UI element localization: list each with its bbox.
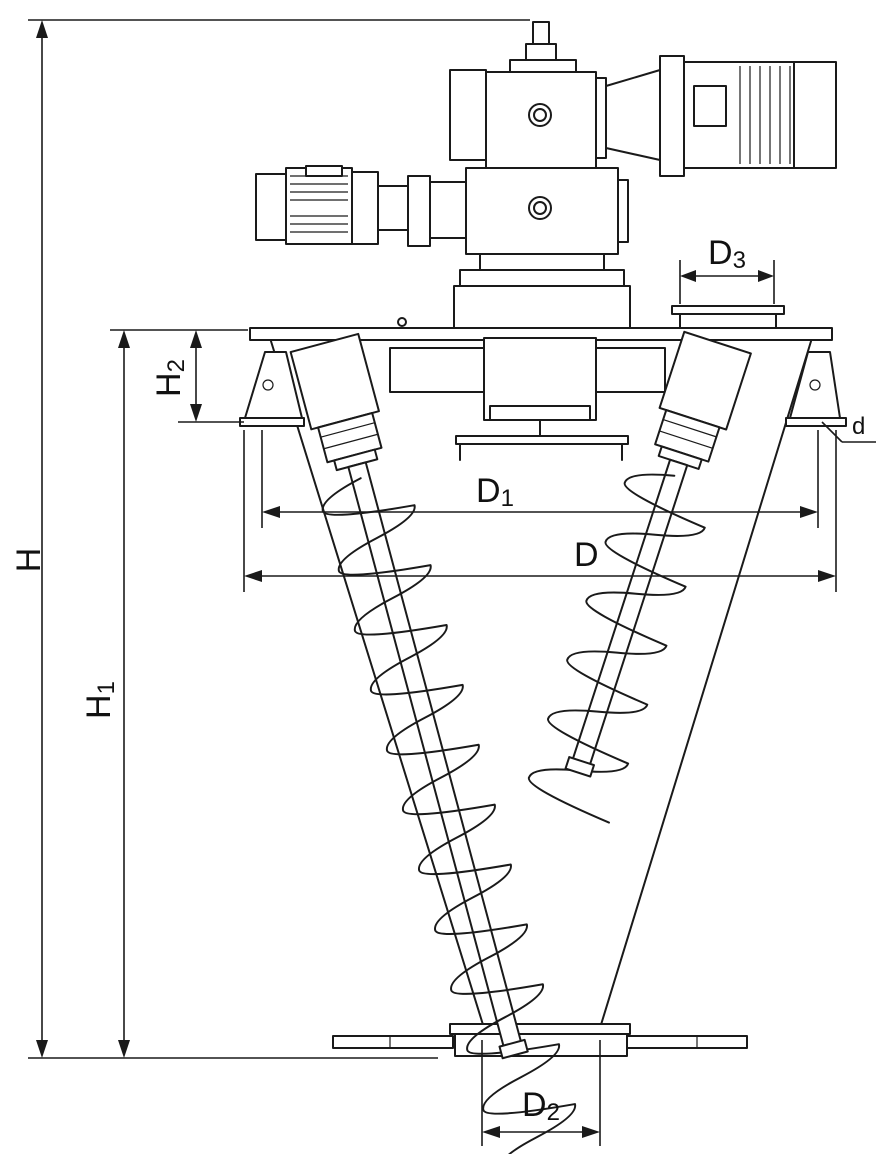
- feed-port: [671, 305, 785, 329]
- label-H2: H2: [150, 359, 190, 397]
- label-H: H: [10, 548, 48, 573]
- support-lug-left: [239, 351, 305, 427]
- dim-D2: [481, 1040, 601, 1146]
- conical-vessel: [249, 327, 833, 1057]
- dim-d-leader: [821, 421, 876, 443]
- dim-H2: [178, 330, 244, 423]
- drive-pedestal: [397, 253, 631, 329]
- label-d: d: [852, 413, 865, 440]
- dim-D3: [679, 260, 775, 304]
- dim-H: [28, 19, 530, 1059]
- left-screw: [289, 332, 592, 1154]
- label-D1: D1: [476, 472, 514, 512]
- label-D2: D2: [522, 1086, 560, 1126]
- lower-gearbox: [465, 167, 629, 255]
- support-lug-right: [785, 351, 847, 427]
- upper-motor: [605, 55, 837, 177]
- label-D3: D3: [708, 234, 746, 274]
- right-screw: [527, 330, 752, 824]
- dim-H1: [110, 329, 248, 1058]
- label-D: D: [574, 536, 599, 574]
- upper-gearbox: [449, 21, 607, 169]
- lower-motor: [255, 165, 467, 247]
- dim-D1: [261, 430, 819, 528]
- label-H1: H1: [80, 681, 120, 719]
- arm-assembly: [389, 337, 666, 461]
- dim-D: [243, 430, 837, 592]
